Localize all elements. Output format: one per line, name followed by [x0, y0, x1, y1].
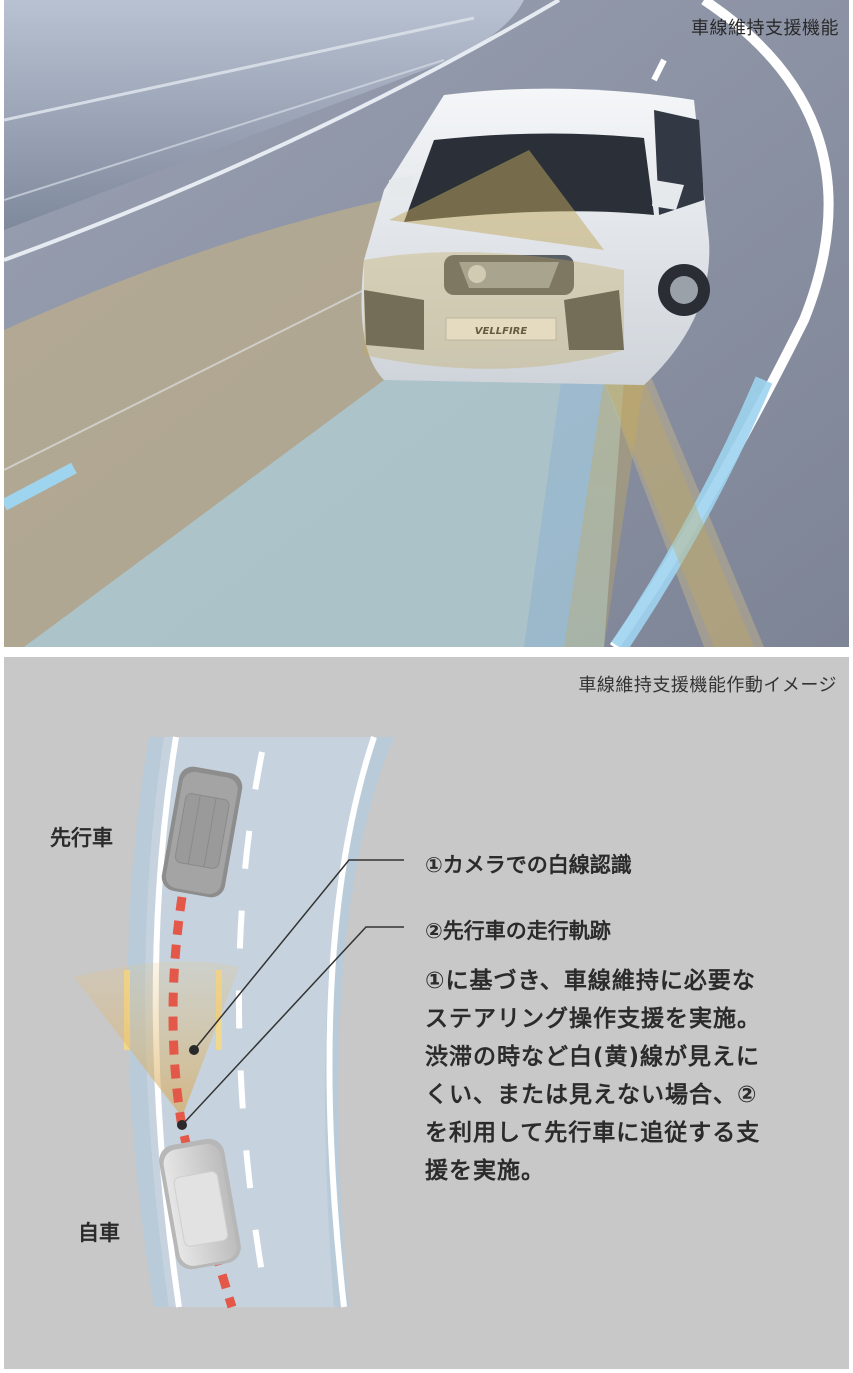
- lead-car-label: 先行車: [50, 826, 113, 850]
- car-badge: VELLFIRE: [475, 326, 528, 337]
- lane-keep-diagram: 車線維持支援機能作動イメージ: [4, 657, 849, 1369]
- lead-car-icon: [161, 766, 243, 898]
- lane-line-right: [326, 736, 377, 1308]
- barrier-wall: [4, 0, 524, 230]
- callout-camera: ①カメラでの白線認識: [425, 853, 632, 877]
- callout-line-trajectory: [181, 926, 404, 1126]
- diagram-caption: 車線維持支援機能作動イメージ: [578, 675, 837, 696]
- feature-description: ①に基づき、車線維持に必要なステアリング操作支援を実施。渋滞の時など白(黄)線が…: [425, 968, 761, 1184]
- camera-fan: [74, 961, 239, 1117]
- lane-line-center: [236, 751, 269, 1298]
- own-car-icon: [159, 1138, 241, 1270]
- callout-trajectory: ②先行車の走行軌跡: [425, 919, 611, 943]
- photo-caption: 車線維持支援機能: [691, 18, 839, 39]
- road-scene-illustration: VELLFIRE: [4, 0, 849, 647]
- own-lane-zone: [24, 380, 624, 647]
- own-car-label: 自車: [78, 1221, 120, 1245]
- callout-line-camera: [193, 859, 404, 1051]
- lane-marking-left: [4, 462, 77, 511]
- lane-keep-photo: VELLFIRE 車線維持支援機能: [4, 0, 849, 647]
- lane-diagram-illustration: [74, 736, 404, 1309]
